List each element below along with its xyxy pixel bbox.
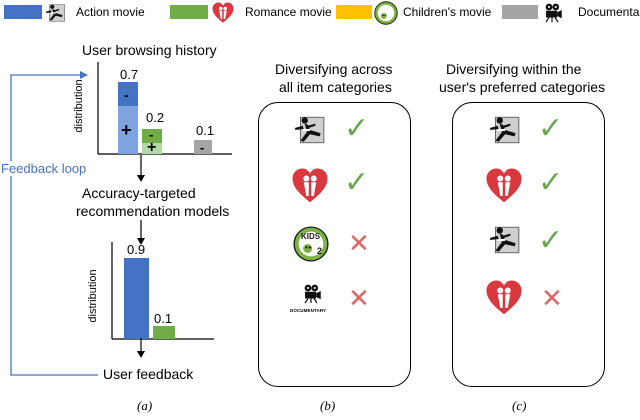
legend-label-children: Children's movie bbox=[403, 5, 492, 19]
feedback-chart bbox=[111, 242, 214, 340]
model-label-line2: recommendation models bbox=[76, 203, 230, 219]
history-value-documentary: 0.1 bbox=[196, 123, 215, 138]
panel-c-title-line1: Diversifying within the bbox=[446, 61, 582, 77]
karate-kick-icon bbox=[292, 112, 326, 148]
kids-badge-text: KIDS bbox=[301, 232, 321, 241]
history-chart bbox=[97, 62, 232, 155]
check-mark-icon: ✓ bbox=[344, 166, 370, 199]
caption-b: (b) bbox=[320, 398, 336, 413]
legend-swatch-action bbox=[4, 5, 42, 19]
kids-badge-number: 2 bbox=[317, 246, 323, 256]
heart-couple-icon bbox=[211, 1, 235, 25]
karate-kick-icon bbox=[487, 112, 521, 148]
heart-couple-icon bbox=[290, 166, 330, 206]
legend-swatch-romance bbox=[170, 5, 208, 19]
legend-label-documentary: Documentary bbox=[578, 5, 640, 19]
film-camera-icon bbox=[540, 1, 564, 25]
documentary-logo-text: DOCUMENTARY bbox=[290, 308, 327, 313]
check-mark-icon: ✓ bbox=[538, 166, 564, 199]
feedback-bar-romance bbox=[153, 326, 175, 339]
panel-c-title-line2: user's preferred categories bbox=[439, 79, 606, 95]
feedback-loop-label: Feedback loop bbox=[0, 161, 88, 176]
history-value-romance: 0.2 bbox=[146, 110, 165, 125]
heart-couple-icon bbox=[484, 166, 524, 206]
feedback-bar-action bbox=[124, 258, 149, 339]
cross-mark-icon: ✕ bbox=[541, 283, 563, 313]
history-sign-documentary-minus: - bbox=[200, 140, 205, 155]
caption-c: (c) bbox=[512, 398, 527, 413]
history-bar-action-plus bbox=[118, 106, 138, 154]
history-bar-action-minus bbox=[118, 82, 138, 106]
history-bar-documentary bbox=[194, 140, 212, 154]
film-camera-icon bbox=[296, 282, 326, 306]
panel-c-box bbox=[452, 102, 605, 387]
check-mark-icon: ✓ bbox=[344, 112, 370, 145]
history-bar-romance-plus bbox=[142, 143, 162, 154]
history-sign-action-plus: + bbox=[121, 120, 132, 140]
user-feedback-label: User feedback bbox=[103, 366, 194, 382]
cross-mark-icon: ✕ bbox=[348, 228, 370, 258]
feedback-value-action: 0.9 bbox=[127, 242, 146, 257]
history-sign-romance-plus: + bbox=[147, 139, 157, 156]
history-value-action: 0.7 bbox=[120, 67, 139, 82]
legend-swatch-children bbox=[336, 5, 372, 19]
panel-b-box bbox=[258, 102, 411, 387]
cross-mark-icon: ✕ bbox=[348, 283, 370, 313]
history-title: User browsing history bbox=[82, 42, 217, 58]
legend-label-action: Action movie bbox=[76, 5, 145, 19]
history-bar-romance-minus bbox=[142, 129, 162, 143]
model-label-line1: Accuracy-targeted bbox=[82, 185, 196, 201]
feedback-value-romance: 0.1 bbox=[154, 311, 173, 326]
panel-b-title-line2: all item categories bbox=[279, 79, 392, 95]
panel-b-title-line1: Diversifying across bbox=[275, 61, 393, 77]
arrow-to-user-feedback bbox=[137, 338, 145, 358]
heart-couple-icon bbox=[484, 278, 524, 318]
history-sign-romance-minus: - bbox=[149, 127, 154, 142]
caption-a: (a) bbox=[137, 398, 153, 413]
arrow-to-model bbox=[137, 155, 145, 182]
arrow-to-feedback bbox=[137, 220, 145, 245]
legend-label-romance: Romance movie bbox=[245, 5, 332, 19]
history-sign-action-minus: - bbox=[124, 87, 129, 103]
karate-kick-icon bbox=[44, 2, 66, 24]
check-mark-icon: ✓ bbox=[538, 112, 564, 145]
karate-kick-icon bbox=[487, 222, 521, 258]
legend-swatch-documentary bbox=[502, 5, 538, 19]
check-mark-icon: ✓ bbox=[538, 224, 564, 257]
feedback-loop-arrow bbox=[10, 71, 98, 376]
kids-badge-icon bbox=[374, 1, 398, 25]
